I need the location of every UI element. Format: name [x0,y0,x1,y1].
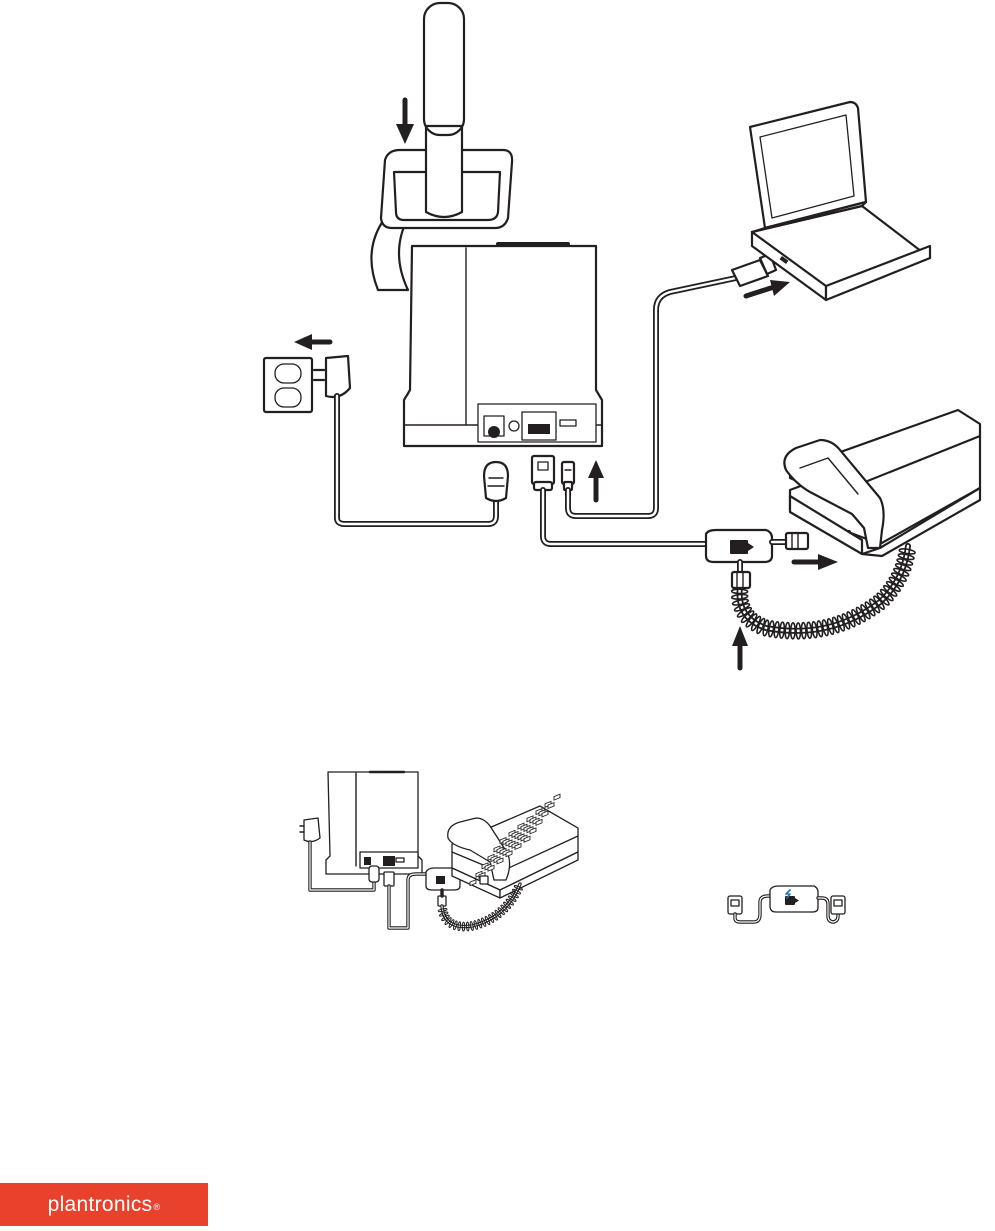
mini-setup-diagram [300,772,578,931]
wall-outlet [264,358,312,412]
keypad-key [554,794,560,800]
down-arrow-headset [396,100,414,144]
logo-text: plantronics [48,1193,153,1216]
base-rj-plug [532,456,554,490]
base-usb-plug [562,462,574,490]
up-arrow-cord [732,626,748,668]
left-arrow-outlet [294,334,330,350]
registered-mark: ® [153,1202,160,1212]
base-station [404,244,602,446]
right-arrow-phone [794,554,838,570]
telephone-interface-cable [543,490,808,574]
plantronics-logo-bar: plantronics® [0,1183,208,1226]
power-adapter [314,356,350,397]
desk-phone [784,410,980,556]
up-arrow-base [588,460,604,500]
inset-telephone-interface-cable [728,886,845,922]
plantronics-logo: plantronics® [0,1183,208,1226]
